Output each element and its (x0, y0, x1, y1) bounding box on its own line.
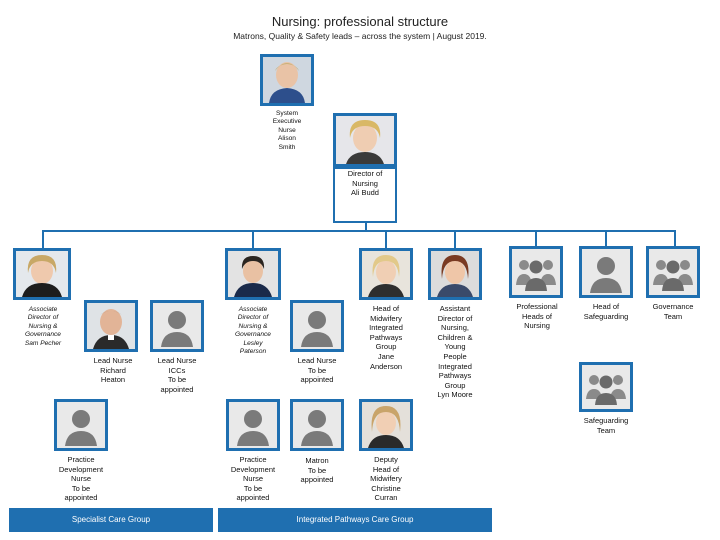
connector-drop-assoc1 (42, 230, 44, 250)
card-associate-director-lesley-paterson (225, 248, 281, 300)
card-professional-heads (509, 246, 563, 298)
page-title: Nursing: professional structure (271, 14, 449, 29)
person-silhouette-icon (293, 402, 341, 448)
people-group-icon (582, 365, 630, 409)
card-lead-nurse-iccs (150, 300, 204, 352)
label-head-of-midwifery: Head of Midwifery Integrated Pathways Gr… (369, 304, 403, 371)
connector-drop-assoc2 (252, 230, 254, 250)
connector-horizontal-main (42, 230, 676, 232)
label-assistant-director: Assistant Director of Nursing, Children … (437, 304, 473, 400)
people-group-icon (649, 249, 697, 295)
card-practice-development-nurse-2 (226, 399, 280, 451)
card-lead-nurse-richard-heaton (84, 300, 138, 352)
person-silhouette-icon (293, 303, 341, 349)
card-system-executive-nurse (260, 54, 314, 106)
label-lead-nurse-tba: Lead Nurse To be appointed (297, 356, 337, 385)
photo-ali-budd (336, 116, 394, 164)
photo-sam-pecher (16, 251, 68, 297)
group-integrated-pathways: Integrated Pathways Care Group (218, 508, 492, 532)
label-head-of-safeguarding: Head of Safeguarding (583, 302, 629, 321)
card-assistant-director (428, 248, 482, 300)
photo-lyn-moore (431, 251, 479, 297)
label-practice-development-nurse-2: Practice Development Nurse To be appoint… (230, 455, 276, 503)
connector-drop-professional (535, 230, 537, 246)
group-specialist-care: Specialist Care Group (9, 508, 213, 532)
connector-drop-head-midwifery (385, 230, 387, 250)
connector-drop-governance (674, 230, 676, 246)
label-governance-team: Governance Team (652, 302, 694, 321)
photo-jane-anderson (362, 251, 410, 297)
person-silhouette-icon (229, 402, 277, 448)
photo-richard-heaton (87, 303, 135, 349)
label-practice-development-nurse-1: Practice Development Nurse To be appoint… (58, 455, 104, 503)
card-safeguarding-team (579, 362, 633, 412)
photo-lesley-paterson (228, 251, 278, 297)
photo-alison-smith (263, 57, 311, 103)
label-associate-director-sam-pecher: Associate Director of Nursing & Governan… (24, 306, 62, 347)
label-professional-heads: Professional Heads of Nursing (516, 302, 558, 331)
connector-drop-safeguarding (605, 230, 607, 246)
page-subtitle: Matrons, Quality & Safety leads – across… (233, 31, 487, 41)
label-lead-nurse-richard-heaton: Lead Nurse Richard Heaton (93, 356, 133, 385)
connector-director-down (365, 222, 367, 230)
label-associate-director-lesley-paterson: Associate Director of Nursing & Governan… (235, 306, 271, 356)
connector-drop-assistant (454, 230, 456, 250)
label-director-of-nursing: Director of Nursing Ali Budd (335, 169, 395, 221)
people-group-icon (512, 249, 560, 295)
label-deputy-head-of-midwifery: Deputy Head of Midwifery Christine Curra… (370, 455, 402, 503)
card-associate-director-sam-pecher (13, 248, 71, 300)
photo-christine-curran (362, 402, 410, 448)
card-governance-team (646, 246, 700, 298)
card-matron (290, 399, 344, 451)
label-system-executive-nurse: System Executive Nurse Alison Smith (272, 110, 302, 151)
card-head-of-midwifery (359, 248, 413, 300)
label-safeguarding-team: Safeguarding Team (583, 416, 629, 435)
card-head-of-safeguarding (579, 246, 633, 298)
card-lead-nurse-tba (290, 300, 344, 352)
person-silhouette-icon (57, 402, 105, 448)
card-director-of-nursing (333, 113, 397, 167)
person-silhouette-icon (153, 303, 201, 349)
label-lead-nurse-iccs: Lead Nurse ICCs To be appointed (157, 356, 197, 394)
card-deputy-head-of-midwifery (359, 399, 413, 451)
person-silhouette-icon (582, 249, 630, 295)
label-matron: Matron To be appointed (300, 456, 334, 485)
card-practice-development-nurse-1 (54, 399, 108, 451)
